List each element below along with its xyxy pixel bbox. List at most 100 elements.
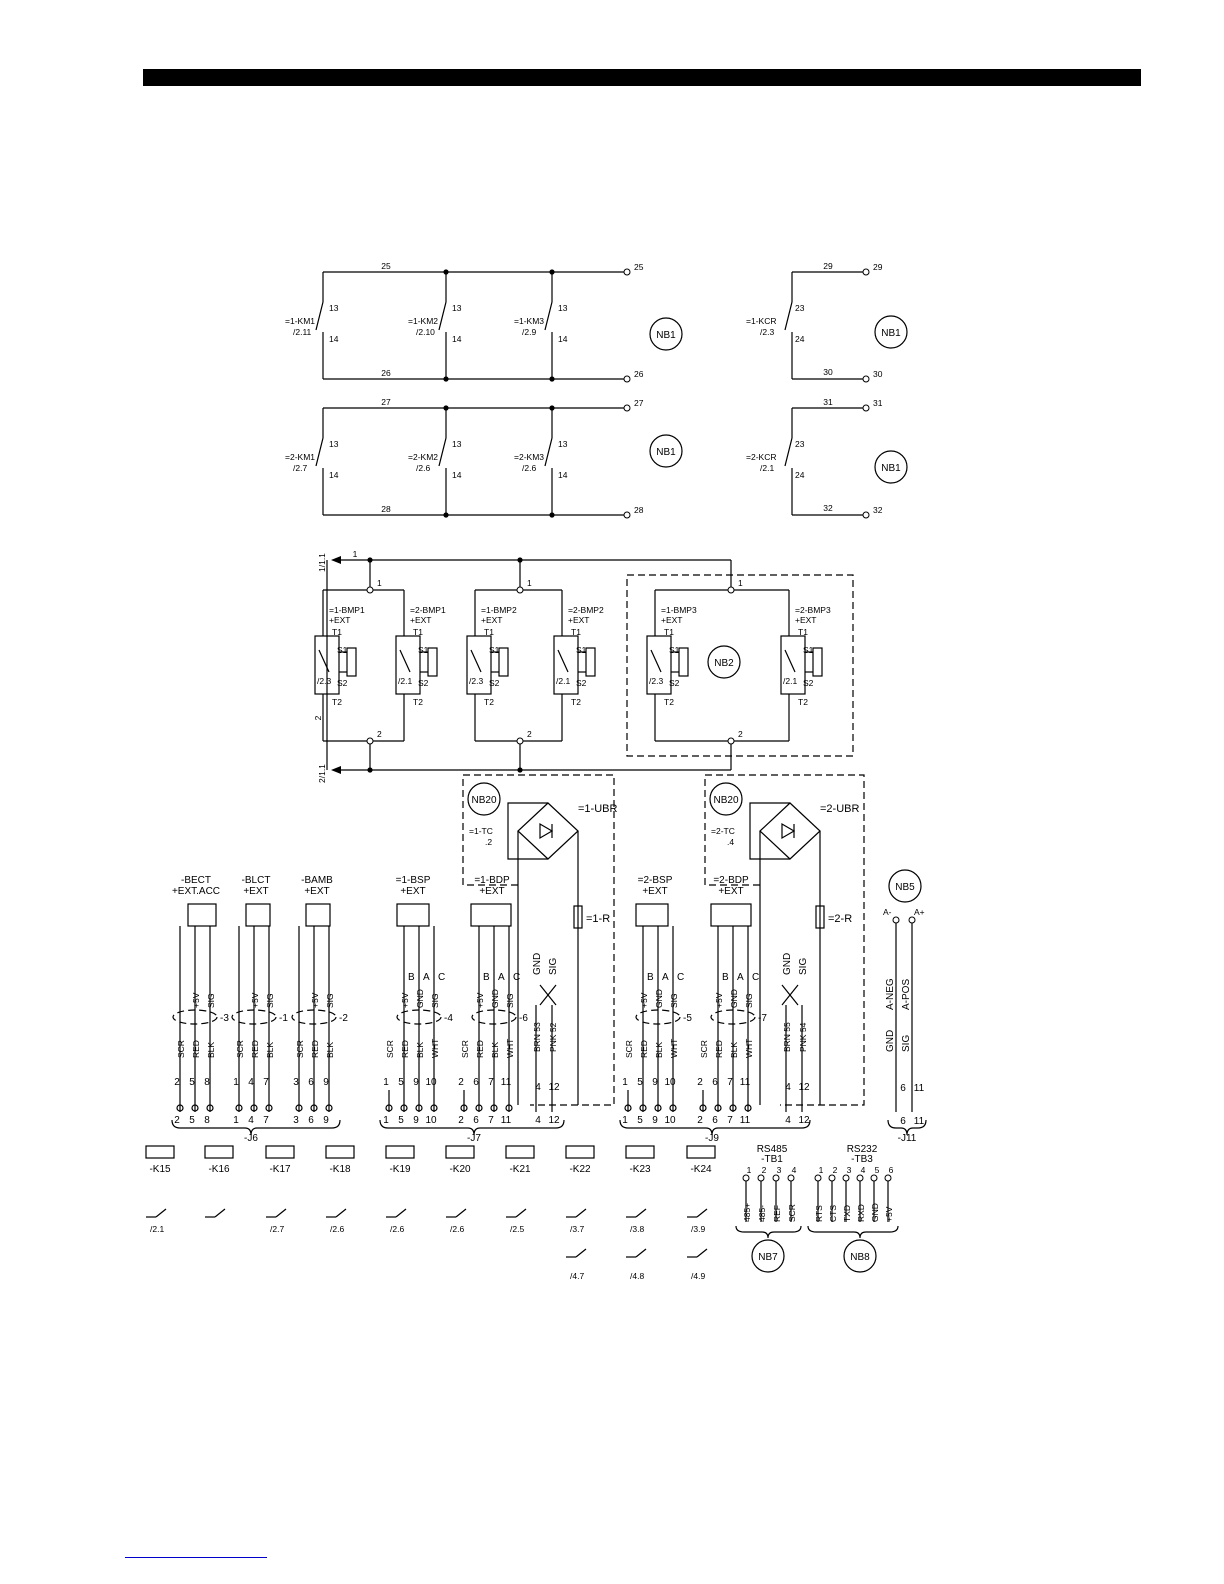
connector-terminal bbox=[505, 1104, 513, 1112]
wire-color: RED bbox=[714, 1040, 724, 1058]
wire-number: 29 bbox=[823, 261, 833, 271]
transformer-pin: .2 bbox=[485, 837, 492, 847]
k-contact bbox=[335, 1208, 347, 1218]
ps-coil bbox=[585, 647, 596, 677]
nb20-enclosure bbox=[462, 774, 615, 1106]
sensor-pin: +5V bbox=[714, 992, 724, 1008]
wire-color: WHT bbox=[505, 1039, 515, 1058]
ps-coil bbox=[812, 647, 823, 677]
bus-ref-bottom: 2/1.1 bbox=[317, 764, 327, 783]
terminal bbox=[828, 1174, 836, 1182]
pin-number: 9 bbox=[323, 1077, 329, 1088]
wire-color: WHT bbox=[669, 1039, 679, 1058]
node-nb1-label: NB1 bbox=[881, 328, 901, 339]
wire-color: SCR bbox=[699, 1040, 709, 1058]
transformer-lead bbox=[507, 802, 548, 816]
relay-tag: =2-KCR bbox=[746, 452, 776, 462]
sensor-tag: -BECT bbox=[181, 875, 211, 886]
ps-switch-blade bbox=[650, 649, 662, 673]
wire-color: WHT bbox=[430, 1039, 440, 1058]
pressure-switch-body bbox=[466, 635, 492, 695]
relay-tag: =1-KM2 bbox=[408, 316, 438, 326]
tb-brace bbox=[807, 1225, 899, 1239]
wire-color: BLK bbox=[490, 1042, 500, 1058]
pin-number: 4 bbox=[785, 1082, 791, 1093]
tb-pin: 3 bbox=[847, 1165, 852, 1175]
wire-color: BLK bbox=[206, 1042, 216, 1058]
ps-pin-t2: T2 bbox=[332, 697, 342, 707]
sensor-location: +EXT bbox=[479, 886, 504, 897]
resistor-tag: =1-R bbox=[586, 913, 610, 925]
ps-pin-t1: T1 bbox=[664, 627, 674, 637]
terminal bbox=[623, 268, 631, 276]
connector-pin: 5 bbox=[189, 1115, 195, 1126]
sensor-pin: GND bbox=[490, 989, 500, 1008]
ps-tag: =2-BMP2 bbox=[568, 605, 604, 615]
relay-ref: /2.3 bbox=[760, 327, 774, 337]
connector-pin: 11 bbox=[914, 1116, 925, 1127]
tb-signal: 485- bbox=[757, 1205, 767, 1222]
k-module-tag: -K20 bbox=[449, 1164, 471, 1175]
junction-dot bbox=[443, 376, 449, 382]
sensor-pin: SIG bbox=[669, 993, 679, 1008]
ps-location: +EXT bbox=[568, 615, 590, 625]
pin-number: 12 bbox=[548, 1082, 560, 1093]
wire-color: RED bbox=[250, 1040, 260, 1058]
tb-pin: 6 bbox=[889, 1165, 894, 1175]
pin-number: 2 bbox=[174, 1077, 180, 1088]
cable-number: -6 bbox=[519, 1013, 528, 1024]
relay-tag: =2-KM1 bbox=[285, 452, 315, 462]
tb-title: RS232 bbox=[847, 1144, 878, 1155]
k-ref: /4.7 bbox=[570, 1271, 584, 1281]
k-module-box bbox=[204, 1145, 234, 1159]
schematic-labels: =1-KM1/2.111314=1-KM2/2.101314=1-KM3/2.9… bbox=[149, 261, 924, 1281]
cable-number: -4 bbox=[444, 1013, 453, 1024]
connector-pin: 4 bbox=[785, 1115, 791, 1126]
ps-coil bbox=[427, 647, 438, 677]
junction-dot bbox=[367, 557, 373, 563]
sensor-pin: +5V bbox=[400, 992, 410, 1008]
tb-signal: SCR bbox=[787, 1204, 797, 1222]
relay-pin-nc: 14 bbox=[452, 334, 462, 344]
wire-color: BLK bbox=[325, 1042, 335, 1058]
sensor-location: +EXT bbox=[642, 886, 667, 897]
connector-pin: 9 bbox=[413, 1115, 419, 1126]
tb-signal: +5V bbox=[884, 1206, 894, 1222]
connector-brace bbox=[379, 1119, 565, 1136]
terminal bbox=[814, 1174, 822, 1182]
wire-color: SCR bbox=[385, 1040, 395, 1058]
ps-pin-t1: T1 bbox=[332, 627, 342, 637]
sensor-terminal-letter: C bbox=[677, 972, 684, 983]
twist bbox=[539, 984, 557, 1006]
cable-shield bbox=[172, 1009, 218, 1025]
wire-color: RED bbox=[639, 1040, 649, 1058]
relay-pin-nc: 14 bbox=[452, 470, 462, 480]
sensor-terminal-letter: C bbox=[438, 972, 445, 983]
connector-terminal bbox=[250, 1104, 258, 1112]
sensor-terminal-letter: A bbox=[737, 972, 744, 983]
pressure-switch-body bbox=[314, 635, 340, 695]
pin-number: 5 bbox=[398, 1077, 404, 1088]
terminal bbox=[856, 1174, 864, 1182]
tb-signal: CTS bbox=[828, 1205, 838, 1222]
relay-pin-no: 13 bbox=[329, 439, 339, 449]
sensor-tag: -BAMB bbox=[301, 875, 333, 886]
ps-pin-s2: S2 bbox=[337, 678, 348, 688]
relay-contact-blade bbox=[544, 301, 553, 331]
tb-pin: 5 bbox=[875, 1165, 880, 1175]
k-contact bbox=[275, 1208, 287, 1218]
node-nb1-label: NB1 bbox=[656, 330, 676, 341]
relay-ref: /2.10 bbox=[416, 327, 435, 337]
connector-terminal bbox=[295, 1104, 303, 1112]
k-contact bbox=[696, 1208, 708, 1218]
ps-ref: /2.1 bbox=[783, 676, 797, 686]
pin-number: 8 bbox=[204, 1077, 210, 1088]
bridge-rectifier bbox=[759, 802, 821, 860]
wire-number: 2 bbox=[738, 729, 743, 739]
sensor-box bbox=[470, 903, 512, 927]
connector-tag: -J11 bbox=[898, 1133, 917, 1144]
transformer-tag: =1-TC bbox=[469, 826, 493, 836]
pair-pin: SIG bbox=[798, 958, 809, 975]
k-contact bbox=[635, 1248, 647, 1258]
node-nb8-circle bbox=[843, 1239, 877, 1273]
